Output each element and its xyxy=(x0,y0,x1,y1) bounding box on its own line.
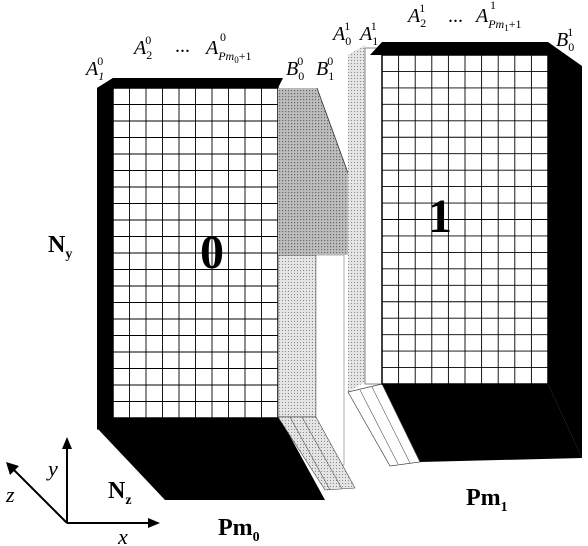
label-a2-0: A20 xyxy=(132,33,152,62)
block-0-top-face xyxy=(97,78,283,88)
z-axis-line xyxy=(9,465,68,524)
label-ny: Ny xyxy=(48,232,72,262)
y-axis-label: y xyxy=(46,456,58,481)
block-0-label: 0 xyxy=(200,226,224,279)
block-0-left-face xyxy=(97,78,113,430)
block-1-label: 1 xyxy=(428,190,452,243)
ghost-edge xyxy=(371,386,411,464)
x-axis-label: x xyxy=(117,524,128,546)
label-nz: Nz xyxy=(108,478,132,508)
label-b0-0: B00 xyxy=(286,54,304,83)
z-axis-arrow xyxy=(6,462,19,475)
label-pm0: Pm0 xyxy=(218,515,260,545)
block-1-ghost-bottom xyxy=(347,383,421,467)
label-a0-1: A01 xyxy=(331,19,351,48)
x-axis-arrow xyxy=(148,518,160,528)
z-axis-label: z xyxy=(5,482,15,507)
overlap-edge xyxy=(316,87,353,185)
block-0-bottom-face xyxy=(97,418,325,500)
label-a1-1: A11 xyxy=(358,19,378,48)
block-0: 0 xyxy=(97,78,356,500)
label-b0-1: B01 xyxy=(556,25,574,54)
coordinate-axes: x y z xyxy=(5,437,160,546)
label-pm1: Pm1 xyxy=(466,485,508,515)
block-1: 1 xyxy=(347,42,582,467)
block-1-grid-lines xyxy=(382,55,548,384)
label-dots-1: ... xyxy=(448,5,463,27)
ghost-edge xyxy=(289,416,331,491)
label-a1-0: A10 xyxy=(84,54,104,83)
ghost-edge xyxy=(301,416,343,490)
label-apm0: APm0+10 xyxy=(204,30,252,65)
block-1-right-face xyxy=(548,42,582,458)
block-1-bottom-face xyxy=(382,384,582,462)
label-apm1: APm1+11 xyxy=(474,0,522,33)
block-1-ghost-left xyxy=(348,45,365,392)
block-0-ghost-column xyxy=(277,254,317,418)
overlap-region xyxy=(278,88,352,255)
block-0-ghost-bottom xyxy=(277,416,356,491)
block-0-grid-lines xyxy=(113,88,278,418)
label-b1-0: B10 xyxy=(316,54,334,83)
ghost-edge xyxy=(359,389,399,465)
label-a2-1: A21 xyxy=(406,1,426,30)
block-1-top-face xyxy=(370,42,548,55)
label-dots-0: ... xyxy=(175,35,190,57)
y-axis-arrow xyxy=(62,437,72,449)
block-1-gap-column xyxy=(364,47,383,385)
